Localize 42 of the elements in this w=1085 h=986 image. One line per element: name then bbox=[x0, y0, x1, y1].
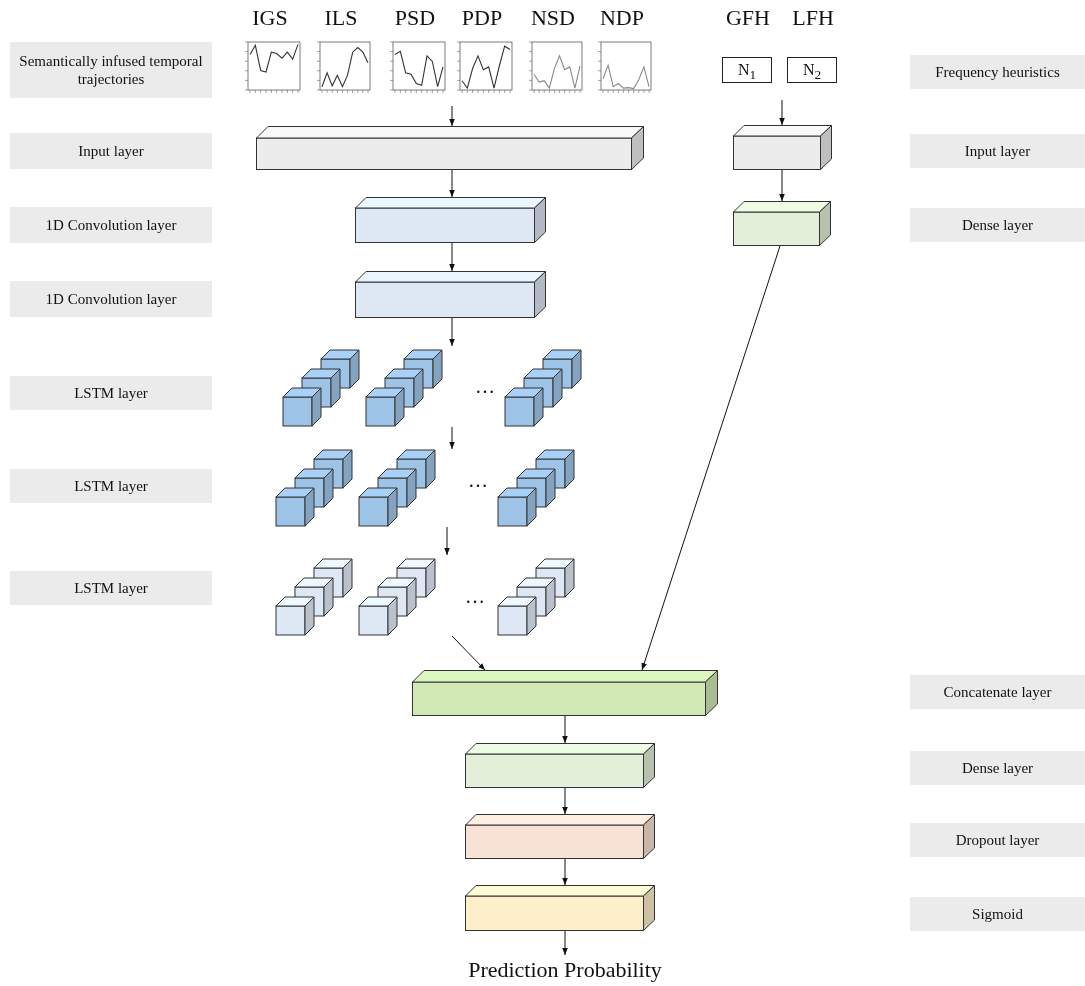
arrow bbox=[779, 99, 785, 126]
chart-title: ILS bbox=[323, 4, 359, 32]
chart-title: PSD bbox=[393, 4, 437, 32]
layer-label: LSTM layer bbox=[10, 376, 212, 410]
arrow bbox=[449, 317, 455, 347]
layer-label: Dense layer bbox=[910, 208, 1085, 242]
ellipsis: … bbox=[475, 376, 495, 396]
arrow bbox=[449, 426, 455, 450]
chart-title: NDP bbox=[599, 4, 645, 32]
arrow bbox=[444, 526, 450, 556]
layer-label: Sigmoid bbox=[910, 897, 1085, 931]
layer-label: Dropout layer bbox=[910, 823, 1085, 857]
arrow bbox=[562, 930, 568, 956]
ellipsis: … bbox=[465, 586, 485, 606]
layer-label: Semantically infused temporal trajectories bbox=[10, 42, 212, 98]
heading: GFH bbox=[725, 4, 771, 32]
arrow bbox=[562, 787, 568, 815]
arrow bbox=[449, 105, 455, 127]
arrow bbox=[449, 242, 455, 272]
chart-title: IGS bbox=[251, 4, 289, 32]
chart-title: NSD bbox=[530, 4, 576, 32]
arrow bbox=[451, 635, 486, 671]
layer-label: Input layer bbox=[910, 134, 1085, 168]
variable-box: N$_{1}$ bbox=[722, 57, 772, 83]
layer-label: Frequency heuristics bbox=[910, 55, 1085, 89]
arrow bbox=[562, 858, 568, 886]
arrow bbox=[641, 245, 781, 671]
chart-title: PDP bbox=[460, 4, 504, 32]
layer-label: 1D Convolution layer bbox=[10, 207, 212, 243]
ellipsis: … bbox=[468, 470, 488, 490]
output-label: Prediction Probability bbox=[440, 955, 690, 985]
arrow bbox=[779, 169, 785, 202]
layer-label: LSTM layer bbox=[10, 571, 212, 605]
arrow bbox=[449, 169, 455, 198]
variable-box: N$_{2}$ bbox=[787, 57, 837, 83]
heading: LFH bbox=[791, 4, 835, 32]
layer-label: Input layer bbox=[10, 133, 212, 169]
layer-label: 1D Convolution layer bbox=[10, 281, 212, 317]
layer-label: LSTM layer bbox=[10, 469, 212, 503]
layer-label: Dense layer bbox=[910, 751, 1085, 785]
arrow bbox=[562, 715, 568, 744]
layer-label: Concatenate layer bbox=[910, 675, 1085, 709]
